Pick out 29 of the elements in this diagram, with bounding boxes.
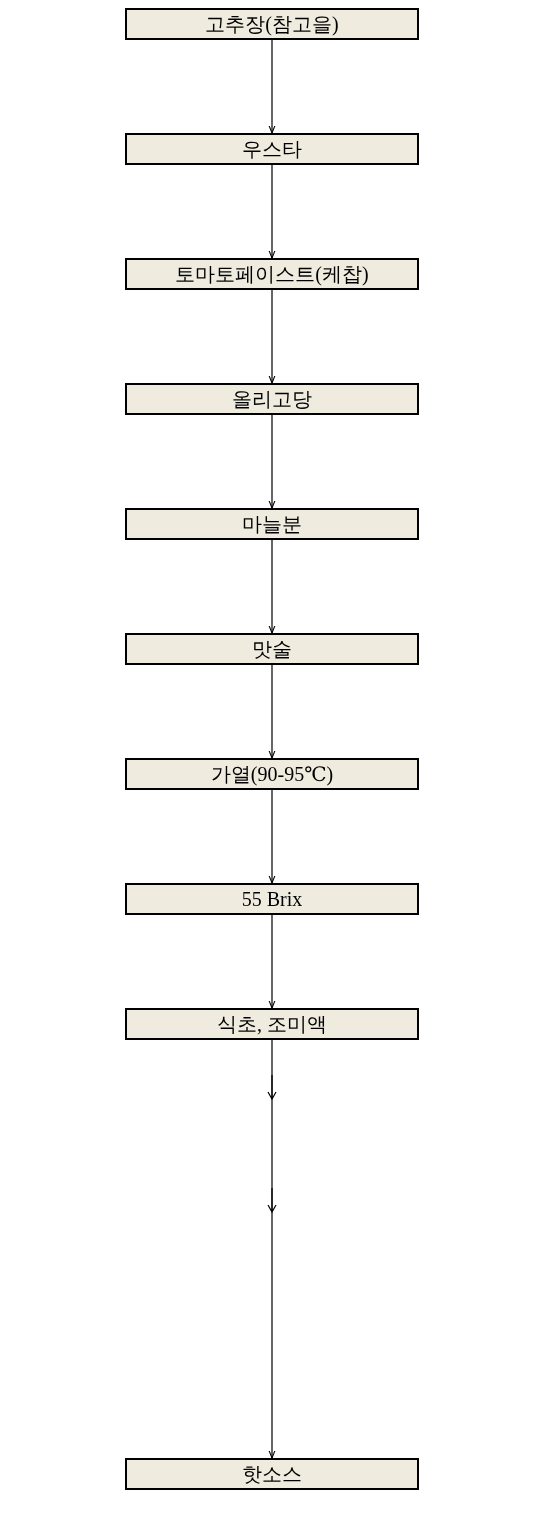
process-box bbox=[125, 883, 419, 915]
process-box bbox=[125, 8, 419, 40]
arrow bbox=[268, 539, 276, 634]
arrow bbox=[268, 789, 276, 884]
step-label: 마늘분 bbox=[242, 511, 302, 537]
step-label: 우스타 bbox=[242, 136, 302, 162]
step-label: 식초, 조미액 bbox=[217, 1011, 327, 1037]
process-box bbox=[125, 133, 419, 165]
process-box bbox=[125, 758, 419, 790]
step-label: 가열(90-95℃) bbox=[210, 761, 334, 788]
process-box bbox=[125, 1008, 419, 1040]
arrow bbox=[268, 289, 276, 384]
step-label: 55 Brix bbox=[241, 887, 303, 911]
process-box bbox=[125, 383, 419, 415]
step-label: 핫소스 bbox=[242, 1461, 302, 1487]
arrow bbox=[268, 664, 276, 759]
step-label: 토마토페이스트(케찹) bbox=[175, 261, 369, 287]
arrow bbox=[268, 1039, 276, 1459]
process-box bbox=[125, 258, 419, 290]
arrow bbox=[268, 164, 276, 259]
arrow bbox=[268, 914, 276, 1009]
process-box bbox=[125, 508, 419, 540]
step-label: 맛술 bbox=[252, 636, 292, 662]
process-box bbox=[125, 1458, 419, 1490]
arrow bbox=[268, 39, 276, 134]
step-label: 올리고당 bbox=[232, 386, 312, 412]
process-box bbox=[125, 633, 419, 665]
arrow bbox=[268, 414, 276, 509]
step-label: 고추장(참고을) bbox=[205, 11, 339, 37]
